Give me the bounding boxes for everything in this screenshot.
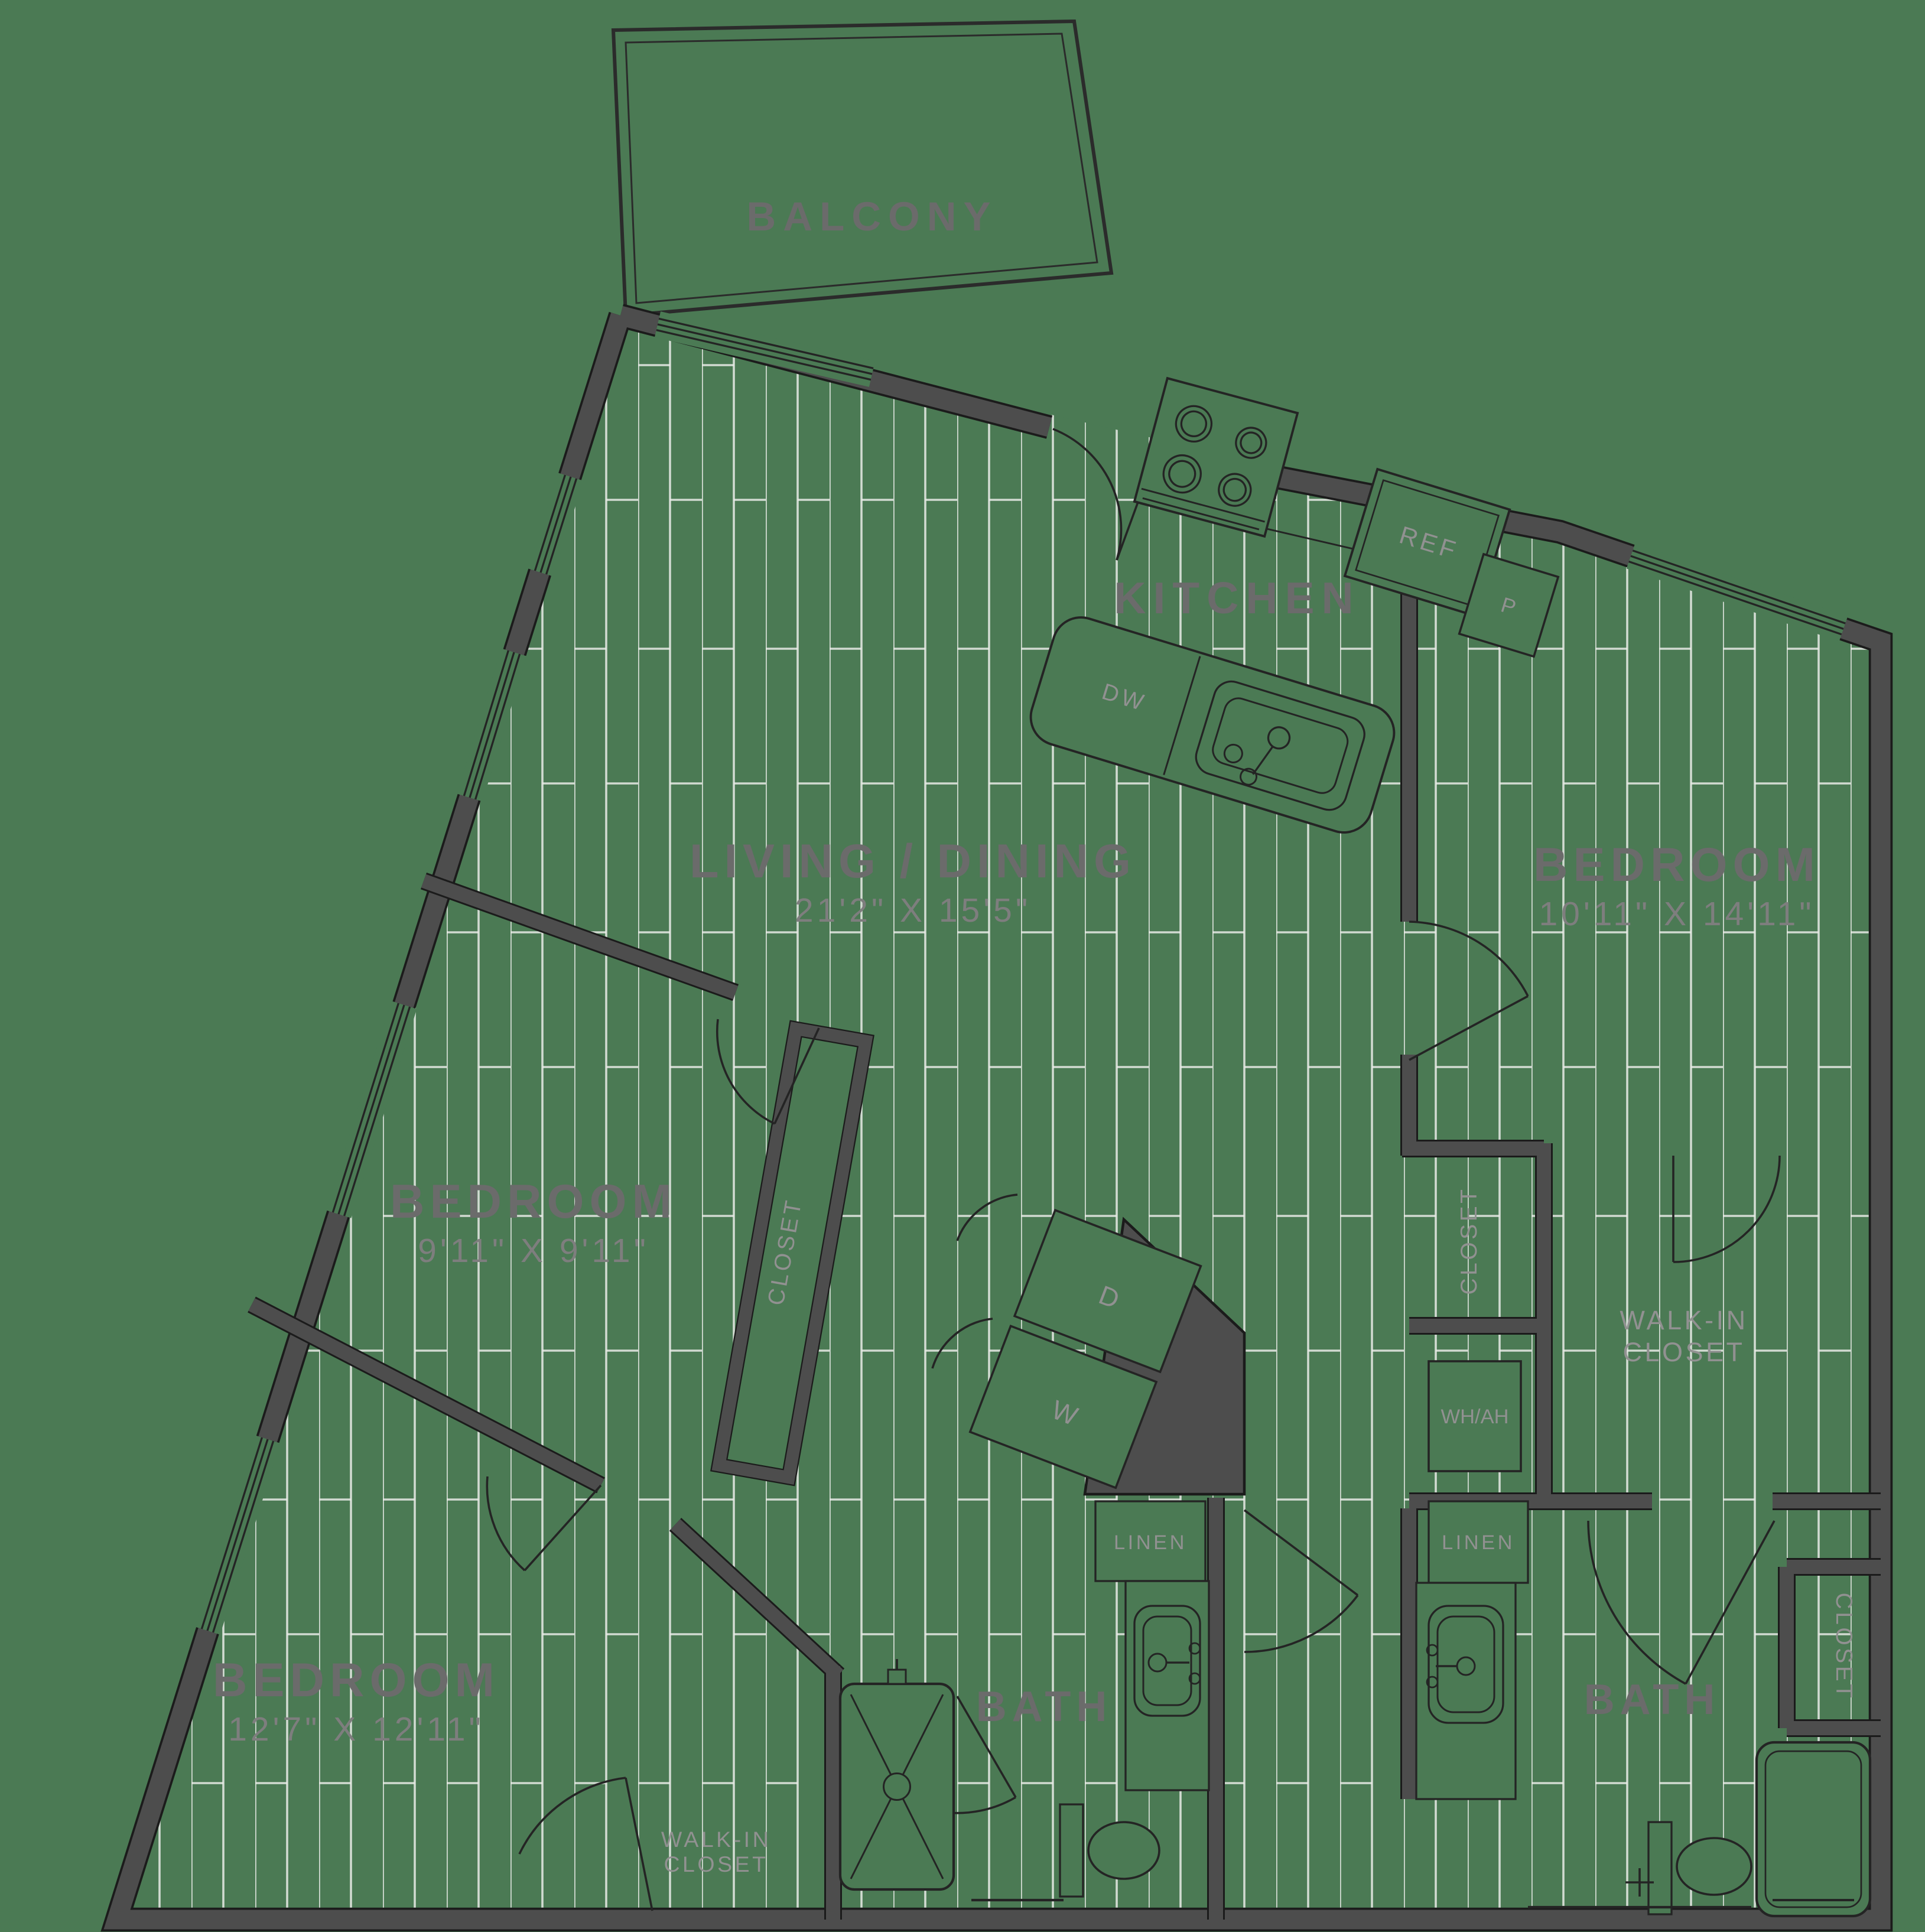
balcony-label: BALCONY bbox=[746, 194, 997, 239]
linen-left: LINEN bbox=[1094, 1500, 1207, 1582]
linen-left-label: LINEN bbox=[1114, 1531, 1187, 1554]
bedroom-bottom-label: BEDROOM bbox=[213, 1654, 500, 1707]
living-dining-dims: 21'2" X 15'5" bbox=[795, 892, 1031, 929]
closet-far-right-door bbox=[1587, 1520, 1776, 1685]
toilet-left bbox=[1059, 1803, 1160, 1898]
bedroom-right-label: BEDROOM bbox=[1533, 838, 1820, 892]
laundry-bifold-doors bbox=[931, 1193, 1018, 1369]
walkin-bottom-label-1: WALK-IN bbox=[661, 1827, 771, 1852]
window-left-1 bbox=[194, 1435, 281, 1635]
shower-right bbox=[1755, 1741, 1872, 1918]
kitchen-label: KITCHEN bbox=[1114, 573, 1360, 623]
window-left-2 bbox=[326, 1001, 417, 1218]
shower-left bbox=[838, 1659, 955, 1891]
bath-right-entry-door bbox=[1243, 1509, 1359, 1653]
bedroom-right-dims: 10'11" X 14'11" bbox=[1539, 895, 1815, 933]
room-labels: BALCONY KITCHEN LIVING / DINING 21'2" X … bbox=[213, 194, 1820, 1748]
water-heater-label: WH/AH bbox=[1441, 1406, 1509, 1428]
bedroom-bottom-door bbox=[486, 1476, 602, 1572]
closet-far-right-label: CLOSET bbox=[1831, 1592, 1856, 1700]
bedroom-bottom-dims: 12'7" X 12'11" bbox=[228, 1710, 484, 1748]
linen-right-label: LINEN bbox=[1442, 1531, 1515, 1554]
bedroom-middle-label: BEDROOM bbox=[390, 1175, 677, 1228]
interior-wall bbox=[248, 532, 1881, 1920]
closet-middle-walls bbox=[710, 1020, 874, 1487]
bedroom-middle-dims: 9'11" X 9'11" bbox=[418, 1232, 649, 1270]
closet-hall-label: CLOSET bbox=[1456, 1186, 1482, 1294]
window-top-1 bbox=[654, 311, 876, 387]
walkin-right-label-2: CLOSET bbox=[1622, 1337, 1745, 1367]
refrigerator: REF bbox=[1343, 467, 1511, 618]
walkin-bottom-door bbox=[518, 1777, 653, 1911]
tub-faucet bbox=[1625, 1868, 1654, 1897]
balcony bbox=[611, 19, 1114, 318]
walkin-right-label-1: WALK-IN bbox=[1620, 1305, 1748, 1335]
bedroom-middle-door bbox=[716, 1019, 820, 1125]
windows bbox=[194, 311, 1848, 1635]
walkin-bottom-label-2: CLOSET bbox=[664, 1852, 768, 1876]
water-heater: WH/AH bbox=[1428, 1360, 1522, 1472]
pantry: P bbox=[1458, 552, 1560, 658]
window-left-3 bbox=[457, 648, 527, 802]
washer-dryer: D W bbox=[968, 1208, 1202, 1489]
walkin-right-door bbox=[1672, 1155, 1781, 1263]
stove bbox=[1133, 376, 1299, 538]
kitchen-island: DW bbox=[1029, 616, 1396, 834]
doors bbox=[486, 428, 1781, 1911]
window-top-2 bbox=[1626, 543, 1848, 642]
bath-right-label: BATH bbox=[1584, 1676, 1721, 1723]
bath-left-fixtures: LINEN bbox=[838, 1500, 1210, 1902]
toilet-right bbox=[1647, 1821, 1752, 1915]
bath-right-fixtures: LINEN bbox=[1415, 1500, 1872, 1918]
vanity-left bbox=[1124, 1580, 1210, 1791]
vanity-right bbox=[1415, 1582, 1517, 1800]
window-left-4 bbox=[528, 473, 584, 577]
bath-left-label: BATH bbox=[976, 1683, 1113, 1731]
linen-right: LINEN bbox=[1428, 1500, 1529, 1584]
living-dining-label: LIVING / DINING bbox=[690, 835, 1136, 888]
bedroom-right-door bbox=[1409, 921, 1529, 1061]
